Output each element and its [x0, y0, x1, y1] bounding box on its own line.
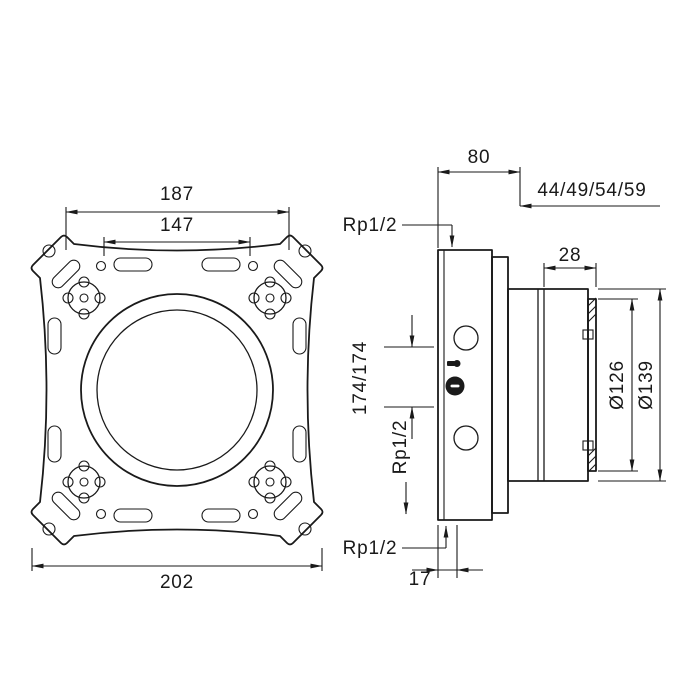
tool-icon: [447, 360, 461, 367]
retaining-clip: [582, 329, 594, 340]
thread-bottom: Rp1/2: [343, 525, 449, 559]
connection-port: [453, 425, 479, 451]
dim-bottom-offset-label: 17: [409, 569, 432, 590]
flange-plate: [491, 256, 509, 514]
dim-depth: 80: [437, 147, 521, 248]
thread-top: Rp1/2: [343, 215, 455, 248]
thread-top-label: Rp1/2: [343, 215, 398, 236]
dim-collar: 28: [543, 245, 597, 287]
dim-bottom-offset: 17: [409, 525, 483, 590]
screw-boss: [62, 276, 106, 320]
dim-width-outer: 187: [65, 184, 290, 250]
dim-vertical-centers-label: 174/174: [350, 341, 371, 415]
dim-width-inner: 147: [103, 215, 251, 256]
dim-vertical-centers: 174/174: [350, 315, 434, 439]
dim-depth-label: 80: [468, 147, 491, 168]
thread-back: Rp1/2: [390, 420, 411, 515]
side-section-view: 80 44/49/54/59 Rp1/2 28 174/174: [343, 147, 666, 590]
corner-pilot-holes: [42, 244, 312, 536]
thread-bottom-label: Rp1/2: [343, 538, 398, 559]
dim-width-inner-label: 147: [160, 215, 194, 236]
screw-boss: [248, 460, 292, 504]
screw-boss: [248, 276, 292, 320]
service-plug-icon: [445, 376, 465, 396]
fastening-slots: [47, 257, 307, 523]
dim-width-total-label: 202: [160, 572, 194, 593]
dim-collar-label: 28: [559, 245, 582, 266]
dim-diameter-outer-label: Ø139: [636, 360, 657, 410]
central-opening-outer-ring: [80, 293, 274, 487]
dim-installation-depths: 44/49/54/59: [519, 180, 660, 209]
section-hatching: [587, 297, 597, 473]
housing-end-cap: [587, 298, 597, 472]
thread-back-label: Rp1/2: [390, 420, 411, 475]
dim-width-outer-label: 187: [160, 184, 194, 205]
dim-diameter-outer: Ø139: [598, 288, 666, 482]
dim-diameter-inner: Ø126: [598, 298, 638, 472]
dim-width-total: 202: [31, 548, 323, 593]
housing-cylinder: [507, 288, 589, 482]
mounting-plate-outline: [30, 234, 324, 546]
front-view: 187 147 202: [30, 184, 324, 593]
central-opening-inner-ring: [96, 309, 258, 471]
retaining-clip: [582, 440, 594, 451]
dim-diameter-inner-label: Ø126: [607, 360, 628, 410]
dim-installation-depths-label: 44/49/54/59: [537, 180, 646, 201]
connection-port: [453, 325, 479, 351]
screw-boss: [62, 460, 106, 504]
